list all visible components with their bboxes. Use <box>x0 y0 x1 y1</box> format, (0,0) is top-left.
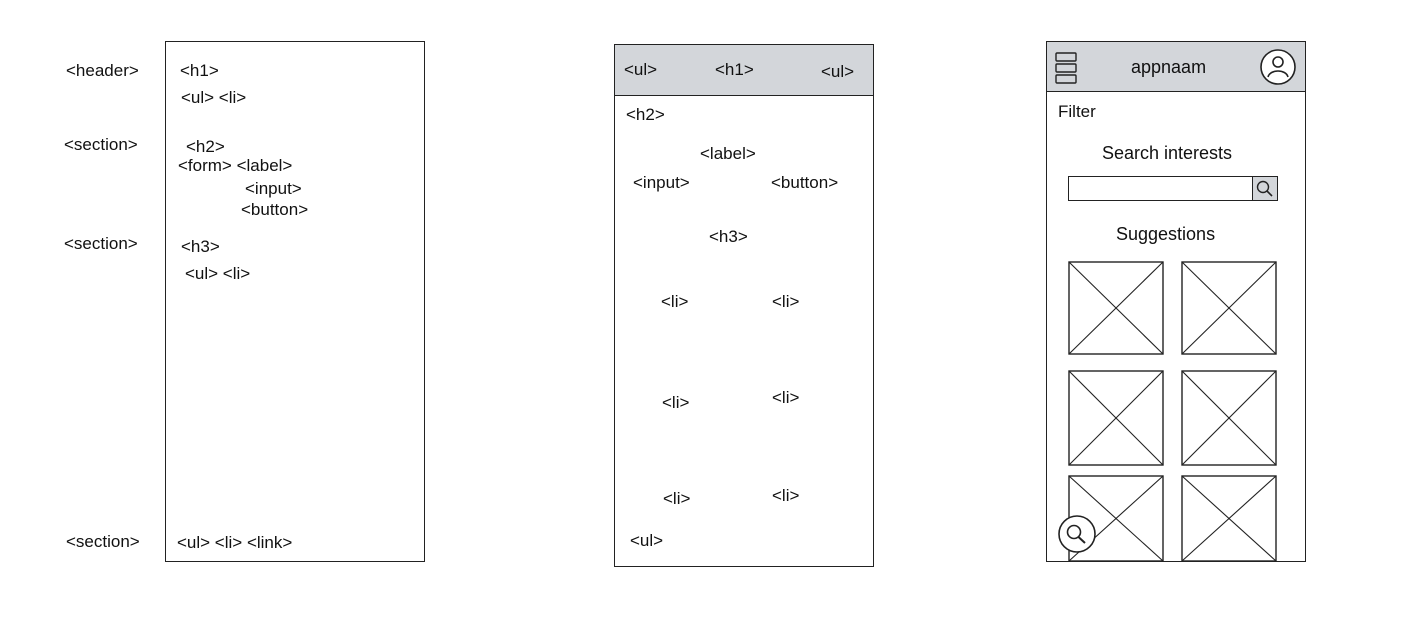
section-label-1: <section> <box>64 135 138 154</box>
layout-header-right: <ul> <box>821 62 855 81</box>
layout-li-3: <li> <box>662 393 690 412</box>
layout-frame <box>614 44 874 567</box>
layout-input: <input> <box>633 173 690 192</box>
outline-footer-links: <ul> <li> <link> <box>177 533 293 552</box>
layout-li-4: <li> <box>772 388 800 407</box>
suggestion-image-4[interactable] <box>1181 370 1277 466</box>
outline-button: <button> <box>241 200 309 219</box>
layout-li-2: <li> <box>772 292 800 311</box>
search-input[interactable] <box>1068 176 1278 201</box>
outline-ul-li-2: <ul> <li> <box>185 264 251 283</box>
suggestion-image-6[interactable] <box>1181 475 1277 562</box>
section-label-2: <section> <box>64 234 138 253</box>
search-icon <box>1256 180 1273 197</box>
suggestion-image-2[interactable] <box>1181 261 1277 355</box>
outline-input: <input> <box>245 179 302 198</box>
menu-icon[interactable] <box>1054 50 1080 86</box>
user-avatar-icon[interactable] <box>1258 47 1298 87</box>
layout-li-1: <li> <box>661 292 689 311</box>
layout-h2: <h2> <box>626 105 665 124</box>
suggestions-title: Suggestions <box>1116 224 1216 244</box>
outline-form-label: <form> <label> <box>178 156 293 175</box>
outline-ul-li: <ul> <li> <box>181 88 247 107</box>
outline-h3: <h3> <box>181 237 220 256</box>
layout-header-bar <box>614 44 874 96</box>
header-label: <header> <box>66 61 139 80</box>
layout-footer-ul: <ul> <box>630 531 664 550</box>
search-button[interactable] <box>1252 176 1278 201</box>
search-title: Search interests <box>1102 143 1233 163</box>
layout-li-6: <li> <box>772 486 800 505</box>
layout-li-5: <li> <box>663 489 691 508</box>
section-label-3: <section> <box>66 532 140 551</box>
suggestion-image-1[interactable] <box>1068 261 1164 355</box>
layout-label: <label> <box>700 144 756 163</box>
layout-header-left: <ul> <box>624 60 658 79</box>
outline-h2: <h2> <box>186 137 225 156</box>
suggestion-image-3[interactable] <box>1068 370 1164 466</box>
floating-search-icon[interactable] <box>1056 513 1098 555</box>
outline-frame <box>165 41 425 562</box>
layout-h3: <h3> <box>709 227 748 246</box>
layout-button: <button> <box>771 173 839 192</box>
layout-header-center: <h1> <box>715 60 754 79</box>
outline-h1: <h1> <box>180 61 219 80</box>
filter-label: Filter <box>1058 102 1096 121</box>
app-title: appnaam <box>1131 57 1207 77</box>
